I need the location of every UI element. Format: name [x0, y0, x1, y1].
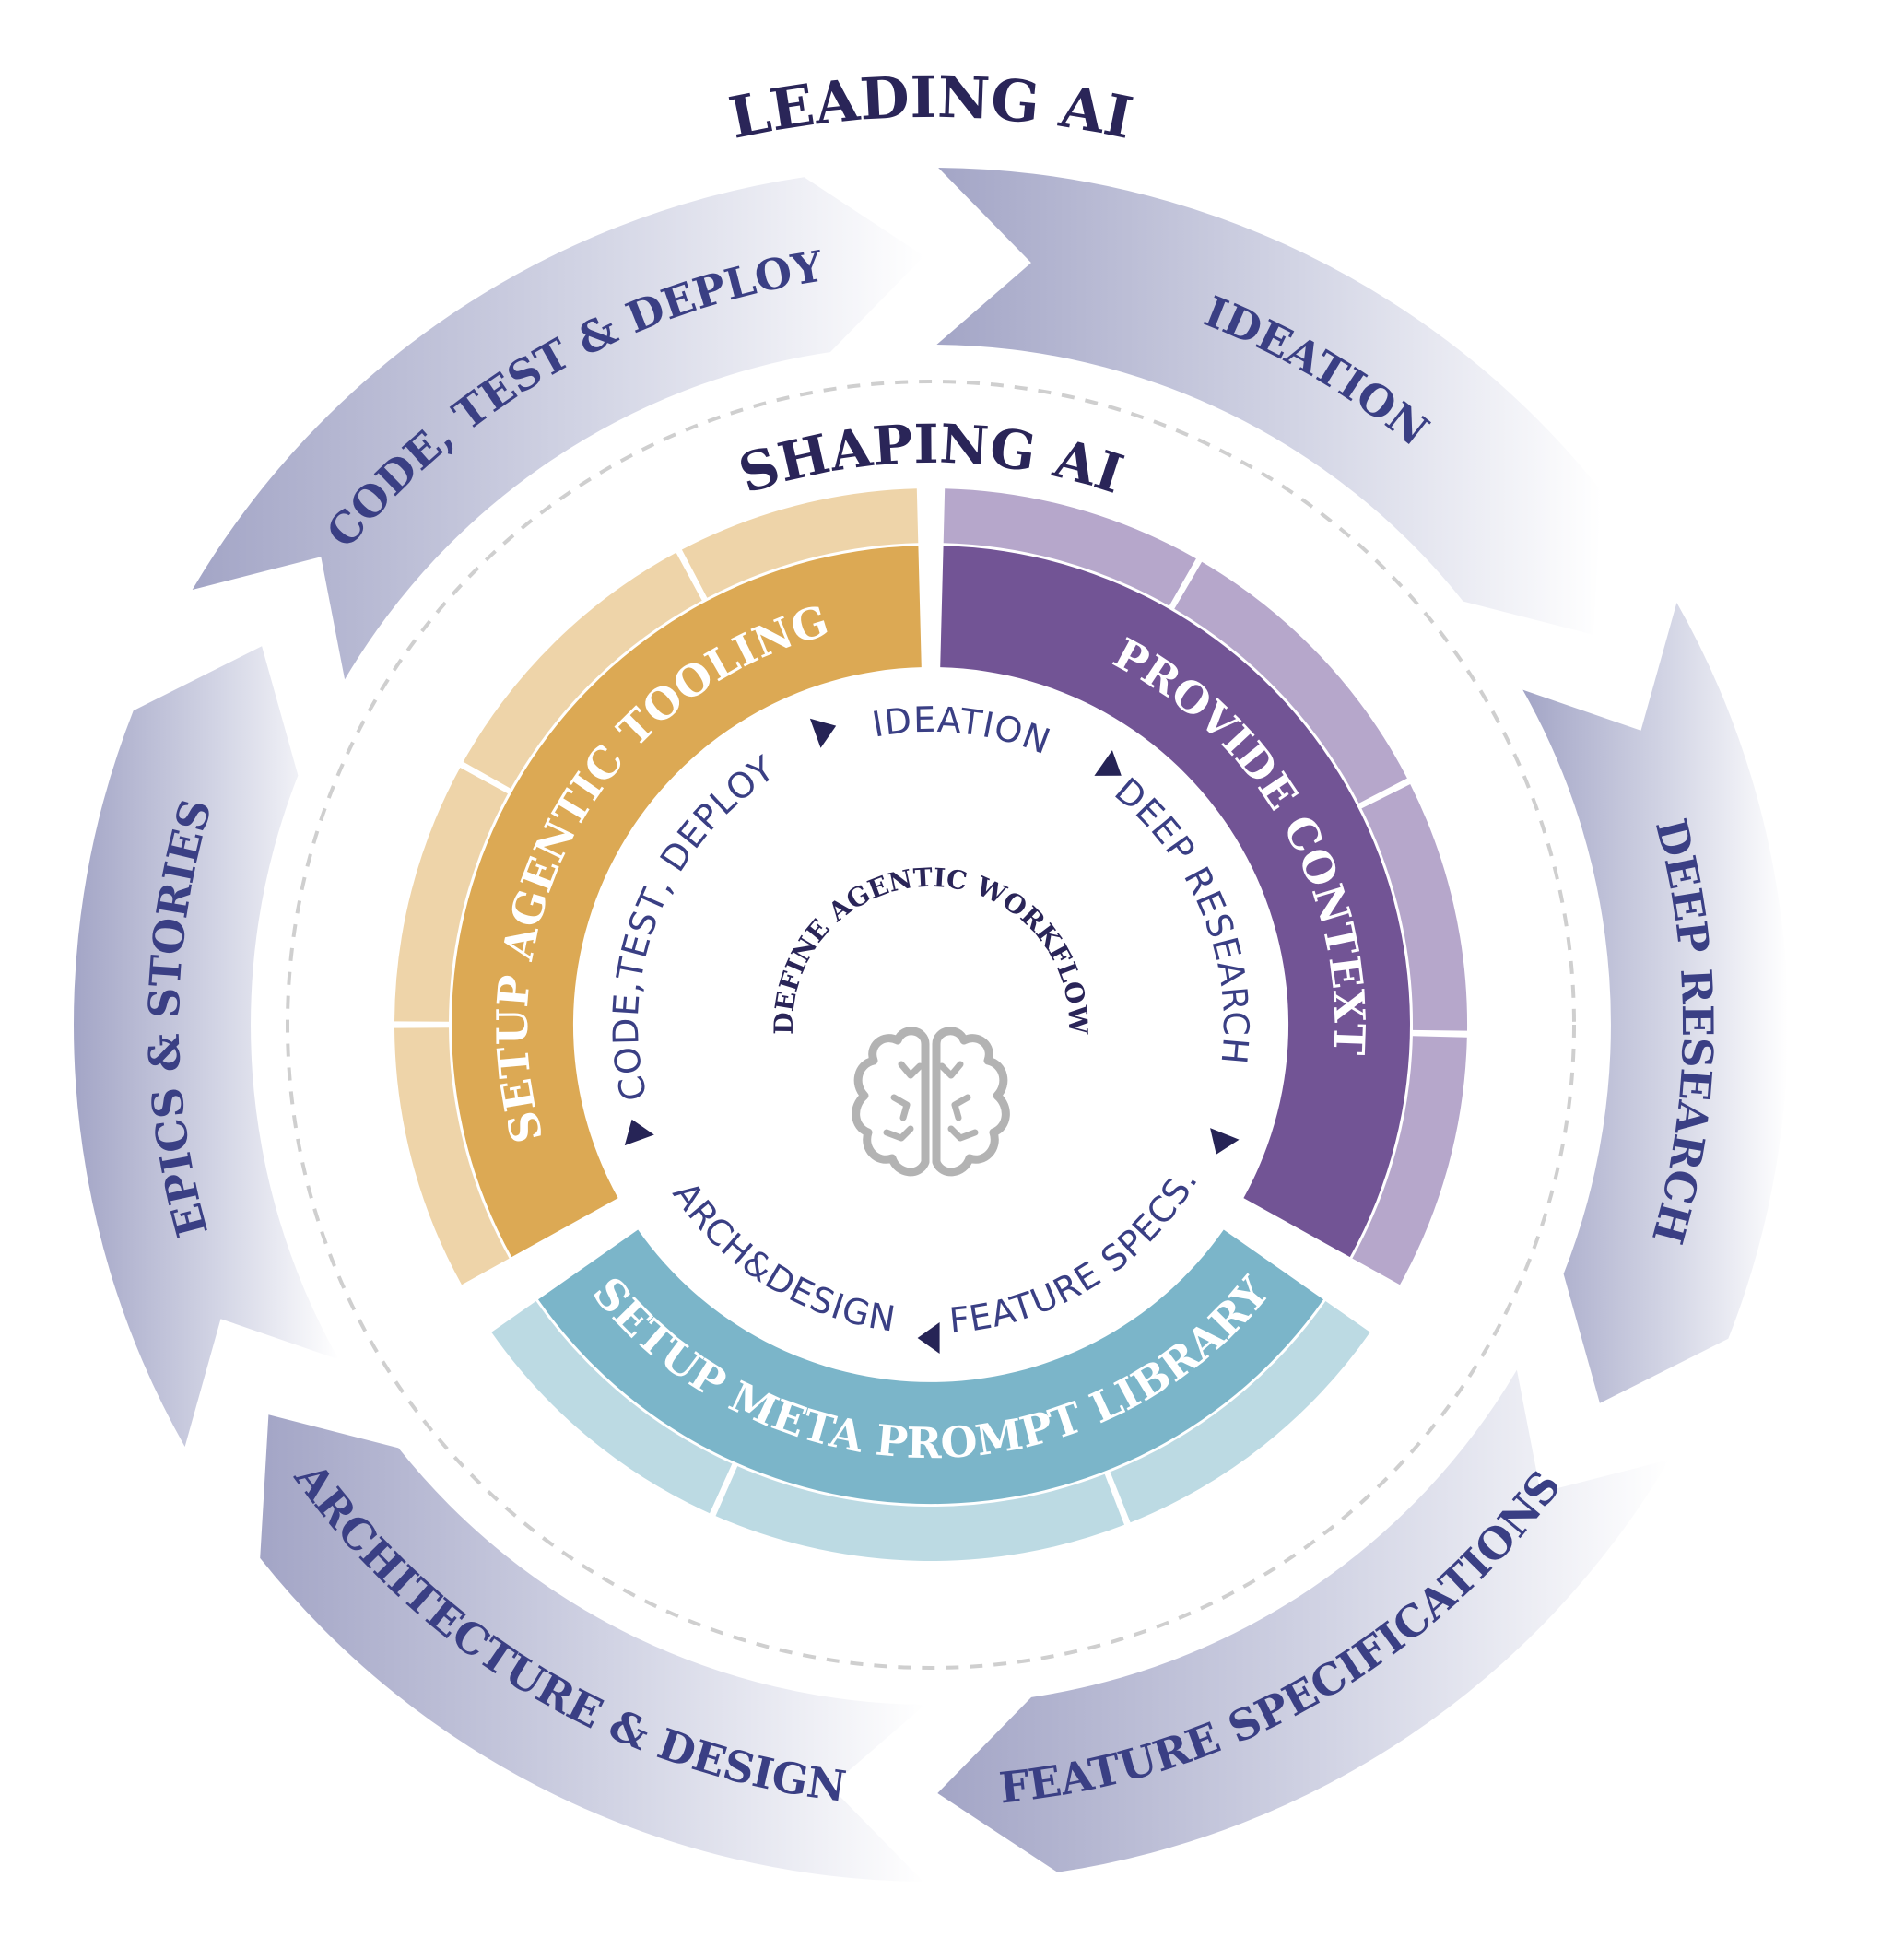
dashed-divider-ring	[286, 380, 1576, 1670]
inner-step-ideation: IDEATION	[869, 699, 1056, 762]
pillar-subsegment	[491, 1301, 733, 1514]
pillar-subsegment	[1361, 784, 1468, 1031]
center-label: DEFINE AGENTIC WORKFLOW	[769, 863, 1094, 1036]
arrow-shape	[936, 168, 1602, 635]
pillar-subsegment	[681, 488, 919, 598]
pillar-subsegment	[943, 488, 1196, 606]
leading-ai-title: LEADING AI	[723, 64, 1138, 152]
pillar-subsegment	[1352, 1036, 1467, 1285]
pillar-subsegment	[463, 552, 702, 789]
pillar-subsegment	[394, 768, 508, 1022]
flow-marker-icon	[1094, 750, 1122, 776]
arrow-shape	[937, 1369, 1670, 1872]
center-hub: DEFINE AGENTIC WORKFLOW	[769, 863, 1094, 1177]
flow-marker-icon	[809, 718, 837, 748]
outer-arrow-deep-research: DEEP RESEARCH	[1522, 603, 1788, 1403]
flow-marker-icon	[624, 1119, 654, 1146]
pillar-subsegment	[1174, 561, 1407, 804]
pillar-subsegment	[394, 1027, 510, 1285]
arrow-shape	[260, 1414, 925, 1882]
pillar-main-segment	[538, 1229, 1323, 1505]
shaping-ai-title: SHAPING AI	[732, 413, 1131, 506]
pillar-subsegment	[715, 1466, 1124, 1562]
pillar-main-segment	[940, 546, 1410, 1258]
flow-marker-icon	[1210, 1128, 1240, 1155]
arrow-shape	[1522, 603, 1788, 1403]
pillar-main-segment	[452, 546, 922, 1258]
outer-arrow-epics-stories: EPICS & STORIES	[74, 646, 339, 1447]
pillar-setup-meta-prompt-library: SETUP META PROMPT LIBRARY	[491, 1229, 1370, 1562]
brain-icon	[852, 1027, 1010, 1177]
arrow-shape	[74, 646, 339, 1447]
pillar-subsegment	[1110, 1301, 1370, 1523]
arrow-shape	[192, 177, 924, 680]
flow-marker-icon	[917, 1322, 940, 1354]
